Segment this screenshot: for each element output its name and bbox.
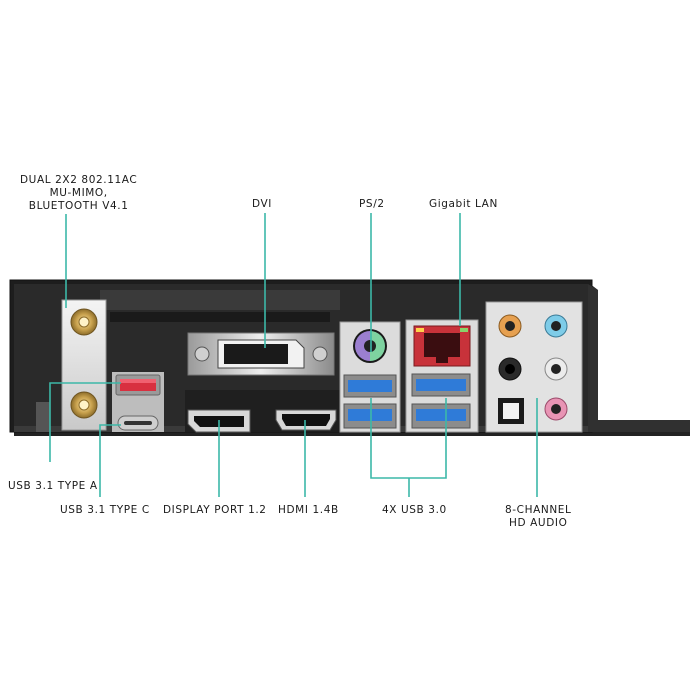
audio-stack [485, 301, 583, 433]
label-lan: Gigabit LAN [429, 198, 498, 210]
antenna-connector-icon [70, 391, 98, 419]
usb-port-icon [115, 374, 161, 396]
usb-c-port-icon [117, 415, 159, 431]
audio-jack-icon [498, 314, 522, 338]
usb-port-icon [343, 403, 397, 429]
label-audio-line2: HD AUDIO [509, 517, 568, 529]
ps2-usb-stack [339, 321, 401, 433]
usb31-stack [112, 372, 164, 432]
label-wifi: DUAL 2X2 802.11AC MU-MIMO, BLUETOOTH V4.… [20, 174, 137, 213]
lan-usb-stack [405, 319, 479, 433]
callout-lines [49, 213, 538, 497]
label-audio: 8-CHANNEL HD AUDIO [505, 504, 571, 530]
usb-port-icon [411, 373, 471, 397]
dvi-port-icon [187, 332, 335, 376]
callout-line-usb31a [49, 382, 121, 462]
label-usb31c: USB 3.1 TYPE C [60, 504, 150, 516]
audio-jack-icon [498, 357, 522, 381]
label-audio-line1: 8-CHANNEL [505, 504, 572, 516]
label-wifi-line3: BLUETOOTH V4.1 [28, 200, 129, 212]
ethernet-port-icon [413, 325, 471, 367]
usb-port-icon [343, 374, 397, 398]
wifi-antenna-bracket [61, 299, 107, 431]
ps2-port-icon [353, 329, 387, 363]
usb-port-icon [411, 403, 471, 429]
label-wifi-line1: DUAL 2X2 802.11AC [20, 174, 138, 186]
label-dp: DISPLAY PORT 1.2 [163, 504, 267, 516]
label-wifi-line2: MU-MIMO, [49, 187, 108, 199]
antenna-connector-icon [70, 308, 98, 336]
audio-jack-icon [544, 357, 568, 381]
audio-jack-icon [544, 397, 568, 421]
label-usb31a: USB 3.1 TYPE A [8, 480, 98, 492]
label-usb30: 4X USB 3.0 [382, 504, 447, 516]
optical-port-icon [498, 398, 524, 424]
video-lower-row [185, 390, 345, 433]
label-dvi: DVI [252, 198, 272, 210]
hdmi-port-icon [275, 409, 337, 431]
label-ps2: PS/2 [359, 198, 385, 210]
callout-line-usb31c [99, 424, 121, 497]
audio-jack-icon [544, 314, 568, 338]
label-hdmi: HDMI 1.4B [278, 504, 339, 516]
